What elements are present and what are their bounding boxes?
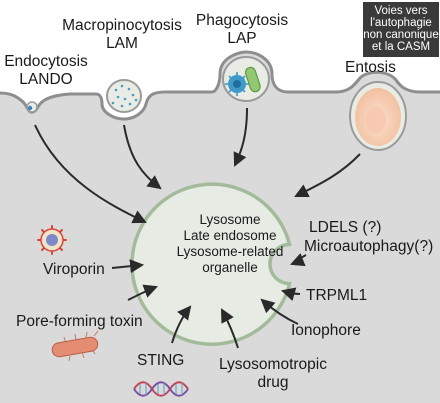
arrow-sting	[171, 305, 192, 344]
label-sting: STING	[137, 352, 185, 369]
corner-note-line: non canonique	[363, 29, 439, 41]
dna-strand-icon	[133, 381, 189, 397]
arrow-lysosomotropic	[221, 308, 239, 349]
lysosome-membrane	[130, 182, 292, 346]
lysosome-line: Lysosome	[199, 212, 261, 227]
corner-note: Voies vers l'autophagie non canonique et…	[363, 2, 439, 57]
label-phagocytosis: Phagocytosis LAP	[192, 12, 292, 48]
label-entosis: Entosis	[345, 59, 396, 76]
arrow-trpml1	[280, 287, 301, 301]
label-endocytosis: Endocytosis LANDO	[0, 53, 92, 89]
arrow-viroporin	[111, 259, 145, 274]
label-pore-forming-toxin: Pore-forming toxin	[16, 313, 143, 330]
engulfed-bacterium	[244, 66, 261, 93]
label-ldels: LDELS (?)	[309, 219, 382, 236]
arrow-macropinocytosis	[123, 124, 162, 190]
lysosome-line: organelle	[202, 260, 258, 275]
macropinocytosis-name: Macropinocytosis	[62, 17, 182, 34]
label-ionophore: Ionophore	[291, 322, 361, 339]
phagocytosis-abbr: LAP	[227, 30, 257, 47]
arrow-entosis	[294, 153, 361, 197]
lysosomotropic-line: Lysosomotropic	[219, 356, 327, 373]
label-macropinocytosis: Macropinocytosis LAM	[52, 17, 192, 53]
arrow-pore-forming-toxin	[127, 284, 158, 301]
lysosomotropic-line: drug	[257, 374, 289, 391]
arrow-ionophore	[260, 298, 299, 325]
corner-note-line: l'autophagie	[370, 17, 432, 29]
label-lysosomotropic-drug: Lysosomotropic drug	[219, 356, 327, 392]
label-viroporin: Viroporin	[43, 261, 105, 278]
lysosome-line: Lysosome-related	[176, 244, 284, 259]
phagocytosed-particle	[225, 72, 249, 96]
arrow-phagocytosis	[233, 107, 248, 167]
endocytosis-abbr: LANDO	[19, 71, 73, 88]
corner-note-line: et la CASM	[371, 41, 431, 53]
label-microautophagy: Microautophagy(?)	[304, 238, 434, 255]
arrow-ldels-microautophagy	[290, 253, 307, 267]
arrow-endocytosis	[34, 124, 147, 224]
virus-particle-icon	[37, 225, 67, 255]
endocytosis-name: Endocytosis	[4, 53, 88, 70]
label-trpml1: TRPML1	[306, 287, 368, 304]
lysosome-line: Late endosome	[183, 228, 277, 243]
endocytic-vesicle	[26, 101, 38, 113]
phagocytosis-name: Phagocytosis	[195, 12, 289, 29]
bacterium-icon	[51, 330, 99, 362]
macropinosome	[106, 79, 142, 113]
corner-note-line: Voies vers	[374, 5, 428, 17]
macropinocytosis-abbr: LAM	[106, 35, 138, 52]
entotic-cell	[349, 81, 407, 151]
lysosome-label: Lysosome Late endosome Lysosome-related …	[160, 212, 300, 276]
phagosome	[222, 56, 270, 102]
